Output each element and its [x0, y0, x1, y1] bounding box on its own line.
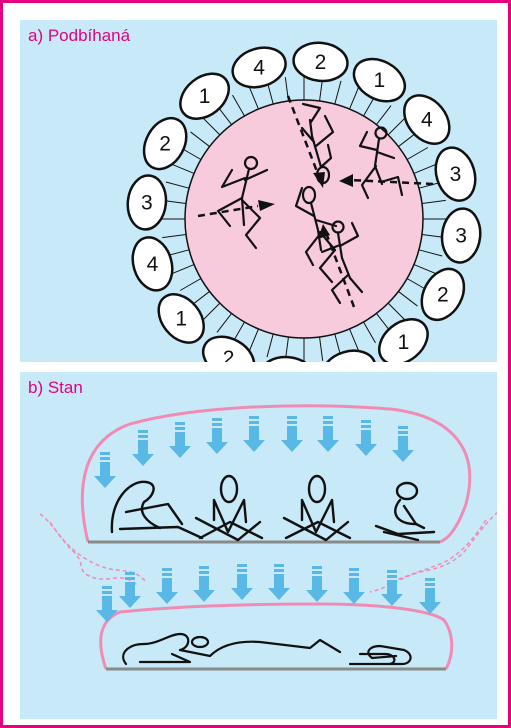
- down-arrow-icon: [206, 418, 228, 454]
- person-reclining-left: [112, 482, 202, 538]
- spoke-line: [166, 182, 189, 188]
- down-arrow-icon: [156, 568, 178, 604]
- spoke-line: [398, 291, 417, 306]
- spoke-line: [217, 313, 232, 332]
- seat-2: 1: [347, 51, 413, 110]
- spoke-line: [172, 265, 194, 274]
- spoke-line: [320, 337, 323, 361]
- seat-8: 4: [318, 345, 381, 362]
- seat-number: 2: [437, 283, 449, 306]
- seat-number: 4: [147, 253, 159, 276]
- tent-diagram: [20, 372, 497, 719]
- flap-left-outer: [40, 514, 138, 586]
- person-sitting-right: [376, 483, 434, 540]
- spoke-line: [172, 164, 194, 173]
- seat-number: 1: [199, 85, 211, 108]
- running-circle-diagram: 2143321432143214: [20, 20, 497, 362]
- spoke-line: [364, 322, 376, 343]
- spoke-line: [335, 81, 341, 104]
- seat-number: 4: [253, 57, 265, 80]
- down-arrow-icon: [243, 416, 265, 452]
- down-arrow-icon: [419, 578, 441, 614]
- panel-b-stan: b) Stan: [20, 372, 497, 719]
- panel-a-podbihana: a) Podbíhaná 2143321432143214: [20, 20, 497, 362]
- seat-13: 3: [125, 174, 168, 232]
- spoke-line: [376, 106, 391, 125]
- seat-number: 1: [398, 331, 410, 354]
- person-crosslegged-1: [196, 476, 262, 540]
- pressure-arrows-lower: [96, 564, 441, 622]
- people-lying-left: [123, 634, 340, 664]
- seat-number: 2: [159, 133, 171, 156]
- seat-number: 3: [450, 163, 462, 186]
- spoke-line: [191, 132, 210, 147]
- seat-number: 2: [223, 347, 235, 362]
- spoke-line: [180, 279, 201, 291]
- seat-number: 4: [343, 359, 355, 362]
- spoke-line: [388, 118, 405, 135]
- down-arrow-icon: [169, 422, 191, 458]
- spoke-line: [249, 87, 258, 109]
- spoke-line: [419, 250, 442, 256]
- seat-1: 2: [292, 40, 350, 83]
- spoke-line: [203, 303, 220, 320]
- seat-number: 1: [175, 307, 187, 330]
- seat-5: 3: [439, 207, 482, 265]
- lying-person-head: [192, 637, 208, 647]
- down-arrow-icon: [281, 416, 303, 452]
- down-arrow-icon: [268, 564, 290, 600]
- spoke-line: [267, 334, 273, 357]
- seat-12: 4: [127, 233, 179, 296]
- tent-canopy-lower: [101, 604, 452, 669]
- seat-14: 2: [136, 111, 195, 177]
- people-lying-legs-left: [140, 654, 190, 662]
- seat-16: 4: [228, 42, 291, 94]
- person-crosslegged-2: [284, 476, 350, 540]
- flap-right-inner: [388, 520, 486, 584]
- seat-3: 4: [395, 87, 459, 153]
- down-arrow-icon: [306, 566, 328, 602]
- seat-number: 3: [455, 225, 467, 248]
- pressure-arrows-upper: [94, 416, 414, 488]
- down-arrow-icon: [94, 452, 116, 488]
- spoke-line: [388, 303, 405, 320]
- down-arrow-icon: [355, 420, 377, 456]
- seat-11: 1: [149, 285, 213, 351]
- spoke-line: [422, 200, 446, 203]
- down-arrow-icon: [343, 568, 365, 604]
- down-arrow-icon: [317, 416, 339, 452]
- spoke-line: [233, 95, 245, 116]
- spoke-line: [162, 235, 186, 238]
- seat-15: 1: [172, 64, 238, 128]
- spoke-line: [350, 329, 359, 351]
- down-arrow-icon: [96, 586, 118, 622]
- seat-4: 3: [430, 143, 482, 206]
- spoke-line: [414, 265, 436, 274]
- spoke-line: [350, 87, 359, 109]
- spoke-line: [407, 148, 428, 160]
- down-arrow-icon: [132, 430, 154, 466]
- down-arrow-icon: [392, 426, 414, 462]
- spoke-line: [203, 118, 220, 135]
- seat-number: 4: [421, 109, 433, 132]
- spoke-line: [414, 164, 436, 173]
- seat-number: 1: [374, 69, 386, 92]
- spoke-line: [249, 329, 258, 351]
- down-arrow-icon: [231, 564, 253, 600]
- down-arrow-icon: [193, 566, 215, 602]
- seat-number: 3: [141, 191, 153, 214]
- seat-number: 2: [315, 51, 327, 74]
- seat-6: 2: [413, 262, 472, 328]
- people-lying-legs-right: [360, 654, 394, 664]
- tent-canopy-upper: [82, 406, 469, 542]
